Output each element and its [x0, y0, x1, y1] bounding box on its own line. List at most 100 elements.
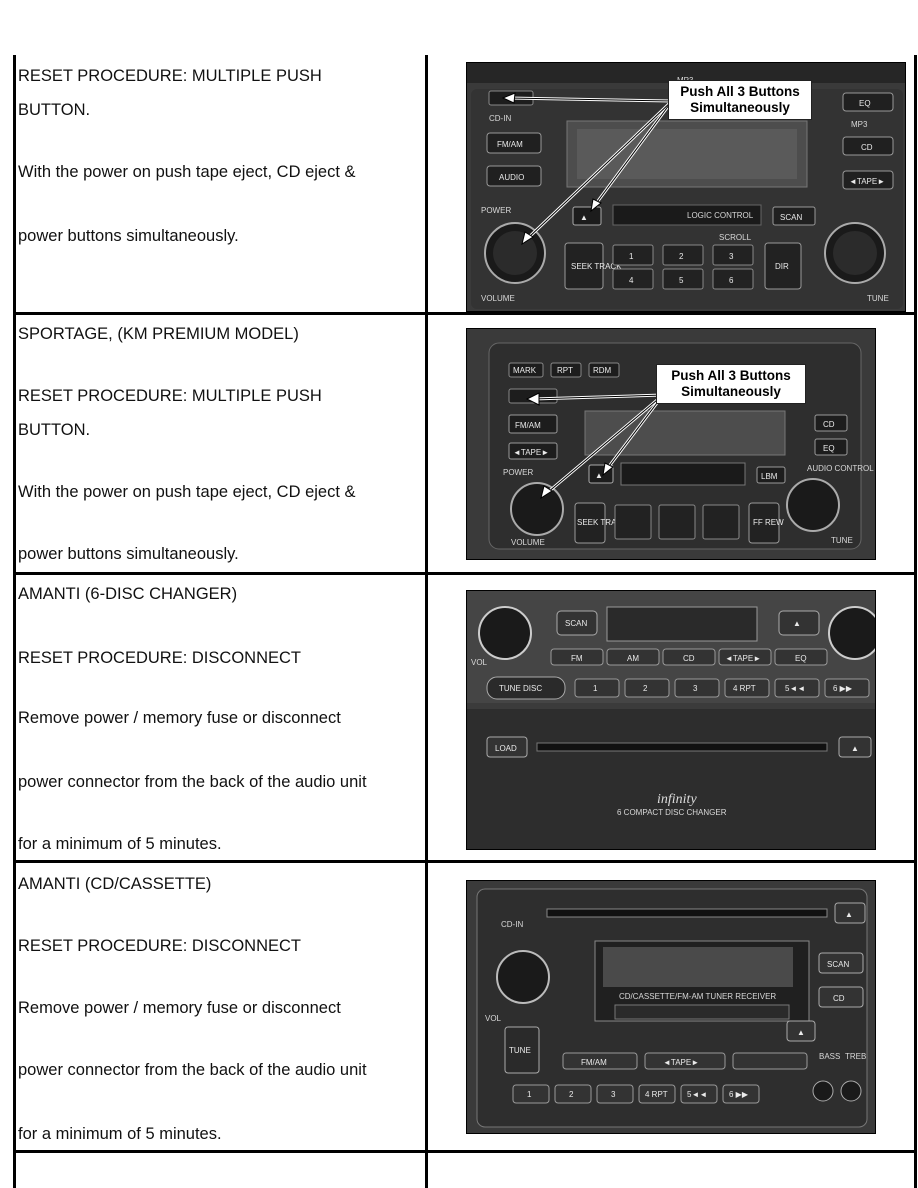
fm-am-button-label: FM/AM [497, 140, 523, 149]
callout-line: Push All 3 Buttons [680, 84, 800, 99]
radio-photo-row-3: VOL SCAN ▲ FM AM CD ◄TAPE► EQ TUNE DISC … [466, 590, 876, 850]
tape-button-label: ◄TAPE► [725, 654, 761, 663]
brand-subtitle: 6 COMPACT DISC CHANGER [617, 808, 727, 817]
power-label: POWER [481, 206, 511, 215]
text-line: With the power on push tape eject, CD ej… [18, 163, 356, 181]
cd-button-label: CD [823, 420, 835, 429]
radio-photo-row-2: MARK RPT RDM FM/AM ◄TAPE► POWER ▲ LBM CD… [466, 328, 876, 560]
preset-2-label: 2 [679, 252, 684, 261]
tune-label: TUNE [867, 294, 889, 303]
scan-button-label: SCAN [827, 960, 849, 969]
preset-5-label: 5◄◄ [785, 684, 805, 693]
row-title: AMANTI (CD/CASSETTE) [18, 875, 212, 893]
scan-button-label: SCAN [565, 619, 587, 628]
eq-button-label: EQ [823, 444, 835, 453]
radio-photo-row-4: CD-IN ▲ VOL CD/CASSETTE/FM-AM TUNER RECE… [466, 880, 876, 1134]
text-line: Remove power / memory fuse or disconnect [18, 709, 341, 727]
table-right-border [914, 55, 917, 1188]
seek-track-label: SEEK TRACK [571, 262, 622, 271]
tune-label: TUNE [831, 536, 853, 545]
row-divider [13, 1150, 917, 1153]
callout-line: Push All 3 Buttons [671, 368, 791, 383]
tape-button-label: ◄TAPE► [663, 1058, 699, 1067]
text-line: With the power on push tape eject, CD ej… [18, 483, 356, 501]
preset-6-label: 6 ▶▶ [729, 1090, 749, 1099]
vol-label: VOL [485, 1014, 502, 1023]
preset-1-label: 1 [527, 1090, 532, 1099]
preset-5-label: 5◄◄ [687, 1090, 707, 1099]
fm-am-button-label: FM/AM [515, 421, 541, 430]
callout-line: Simultaneously [681, 384, 781, 399]
preset-4-label: 4 [629, 276, 634, 285]
preset-2-label: 2 [643, 684, 648, 693]
volume-label: VOLUME [481, 294, 515, 303]
treb-label: TREB [845, 1052, 866, 1061]
tape-button-label: ◄TAPE► [513, 448, 549, 457]
preset-1-label: 1 [629, 252, 634, 261]
fm-button-label: FM [571, 654, 583, 663]
mark-button-label: MARK [513, 366, 537, 375]
cd-button-label: CD [683, 654, 695, 663]
preset-3-label: 3 [611, 1090, 616, 1099]
cd-in-label: CD-IN [501, 920, 523, 929]
table-left-border [13, 55, 16, 1188]
row-title: AMANTI (6-DISC CHANGER) [18, 585, 238, 603]
text-line: power buttons simultaneously. [18, 227, 239, 245]
tune-disc-label: TUNE DISC [499, 684, 542, 693]
vol-label: VOL [471, 658, 488, 667]
eq-button-label: EQ [859, 99, 871, 108]
bass-label: BASS [819, 1052, 840, 1061]
text-line: RESET PROCEDURE: MULTIPLE PUSH [18, 67, 322, 85]
callout-line: Simultaneously [690, 100, 790, 115]
row-divider [13, 312, 917, 315]
volume-label: VOLUME [511, 538, 545, 547]
text-line: RESET PROCEDURE: MULTIPLE PUSH [18, 387, 322, 405]
text-line: BUTTON. [18, 421, 91, 439]
table-column-divider [425, 55, 428, 1188]
eq-button-label: EQ [795, 654, 807, 663]
rpt-button-label: RPT [557, 366, 573, 375]
text-line: RESET PROCEDURE: DISCONNECT [18, 937, 301, 955]
preset-6-label: 6 ▶▶ [833, 684, 853, 693]
preset-4-label: 4 RPT [645, 1090, 668, 1099]
audio-button-label: AUDIO [499, 173, 524, 182]
preset-6-label: 6 [729, 276, 734, 285]
svg-text:▲: ▲ [797, 1028, 805, 1037]
push-buttons-callout: Push All 3 Buttons Simultaneously [668, 80, 812, 120]
svg-text:▲: ▲ [595, 471, 603, 480]
preset-4-label: 4 RPT [733, 684, 756, 693]
row-title: SPORTAGE, (KM PREMIUM MODEL) [18, 325, 299, 343]
preset-3-label: 3 [729, 252, 734, 261]
load-button-label: LOAD [495, 744, 517, 753]
fm-am-button-shape [486, 132, 542, 154]
scroll-label: SCROLL [719, 233, 752, 242]
cd-button-label: CD [833, 994, 845, 1003]
preset-3-label: 3 [693, 684, 698, 693]
text-line: BUTTON. [18, 101, 91, 119]
audio-control-label: AUDIO CONTROL [807, 464, 874, 473]
cd-in-label: CD-IN [489, 114, 511, 123]
rdm-button-label: RDM [593, 366, 612, 375]
text-line: for a minimum of 5 minutes. [18, 1125, 222, 1143]
text-line: RESET PROCEDURE: DISCONNECT [18, 649, 301, 667]
row-divider [13, 860, 917, 863]
svg-text:▲: ▲ [580, 213, 588, 222]
logic-control-label: LOGIC CONTROL [687, 211, 754, 220]
power-label: POWER [503, 468, 533, 477]
text-line: power connector from the back of the aud… [18, 1061, 367, 1079]
preset-2-label: 2 [569, 1090, 574, 1099]
unit-label: CD/CASSETTE/FM-AM TUNER RECEIVER [619, 992, 776, 1001]
svg-text:▲: ▲ [851, 744, 859, 753]
text-line: power buttons simultaneously. [18, 545, 239, 563]
text-line: Remove power / memory fuse or disconnect [18, 999, 341, 1017]
scan-button-label: SCAN [780, 213, 802, 222]
mp3-right-label: MP3 [851, 120, 868, 129]
push-buttons-callout: Push All 3 Buttons Simultaneously [656, 364, 806, 404]
seek-track-label: SEEK TRACK [577, 518, 628, 527]
svg-text:▲: ▲ [793, 619, 801, 628]
row-divider [13, 572, 917, 575]
svg-text:▲: ▲ [845, 910, 853, 919]
text-line: for a minimum of 5 minutes. [18, 835, 222, 853]
radio-photo-row-1: MP3 CD-IN FM/AM AUDIO POWER ▲ LOGIC CONT… [466, 62, 906, 312]
brand-logo: infinity [657, 792, 697, 807]
